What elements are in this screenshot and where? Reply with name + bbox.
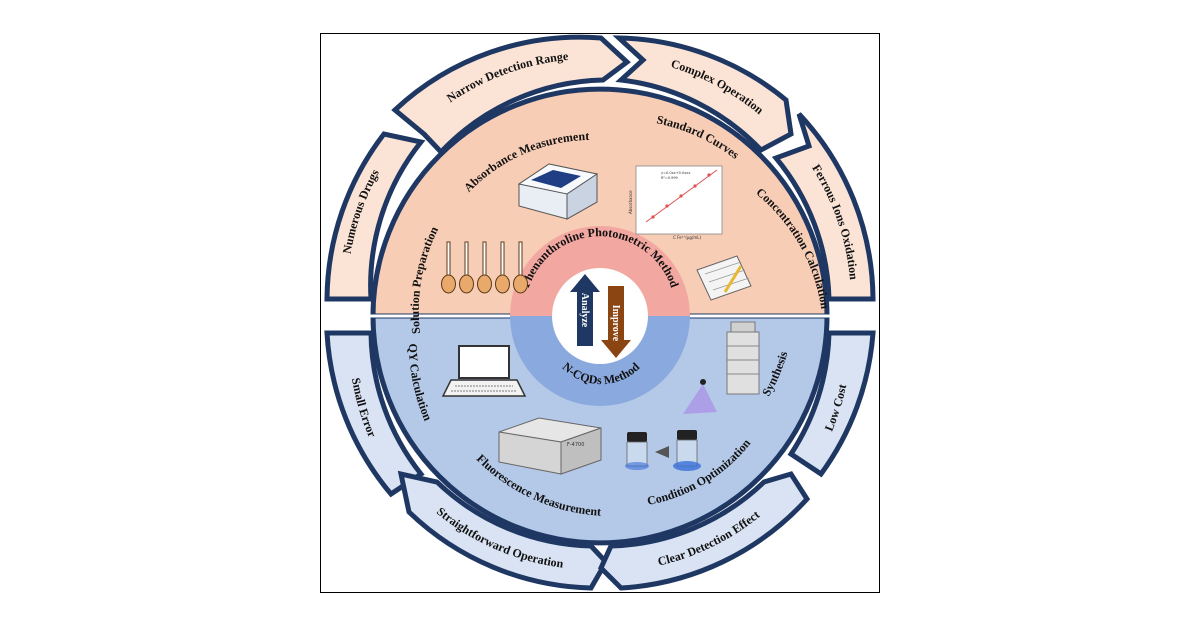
clear-detection-effect-arrow xyxy=(598,471,811,591)
laptop-icon xyxy=(441,345,527,397)
workflow-diagram: Analyze Improve Numerous Drugs Narrow De… xyxy=(324,34,876,591)
narrow-detection-range-arrow xyxy=(391,34,631,156)
improve-arrow: Improve xyxy=(601,286,631,358)
straightforward-operation-arrow xyxy=(397,470,610,591)
complex-operation-arrow xyxy=(612,35,794,154)
volumetric-flasks-icon xyxy=(441,241,528,294)
chart-legend-2: R²=0.999 xyxy=(661,176,678,180)
standard-curve-chart-icon: y=0.0xx+0.0xxx R²=0.999 C Fe²⁺(μg/mL) Ab… xyxy=(628,165,723,240)
improve-label: Improve xyxy=(610,305,621,342)
chart-ylabel: Absorbance xyxy=(628,190,633,214)
autoclave-reactor-icon xyxy=(726,321,760,395)
uv-lamp-icon xyxy=(683,379,717,414)
figure-frame: Analyze Improve Numerous Drugs Narrow De… xyxy=(320,33,880,593)
analyze-label: Analyze xyxy=(579,293,590,328)
chart-legend-1: y=0.0xx+0.0xxx xyxy=(661,171,690,175)
fluorometer-icon: F-4700 xyxy=(498,417,602,475)
analyze-arrow: Analyze xyxy=(570,274,600,346)
chart-xlabel: C Fe²⁺(μg/mL) xyxy=(673,235,701,240)
vials-icon xyxy=(625,430,701,471)
instrument-label: F-4700 xyxy=(567,442,584,448)
outer-arrow-ring-top xyxy=(324,34,876,302)
low-cost-arrow xyxy=(787,330,876,478)
notebook-pen-icon xyxy=(696,255,752,301)
small-error-arrow xyxy=(324,330,425,498)
numerous-drugs-arrow xyxy=(324,131,426,302)
spectrophotometer-icon xyxy=(517,163,599,220)
center-circle xyxy=(552,268,648,364)
outer-arrow-ring-bottom xyxy=(324,330,876,591)
ferrous-ions-oxidation-arrow xyxy=(771,112,876,302)
